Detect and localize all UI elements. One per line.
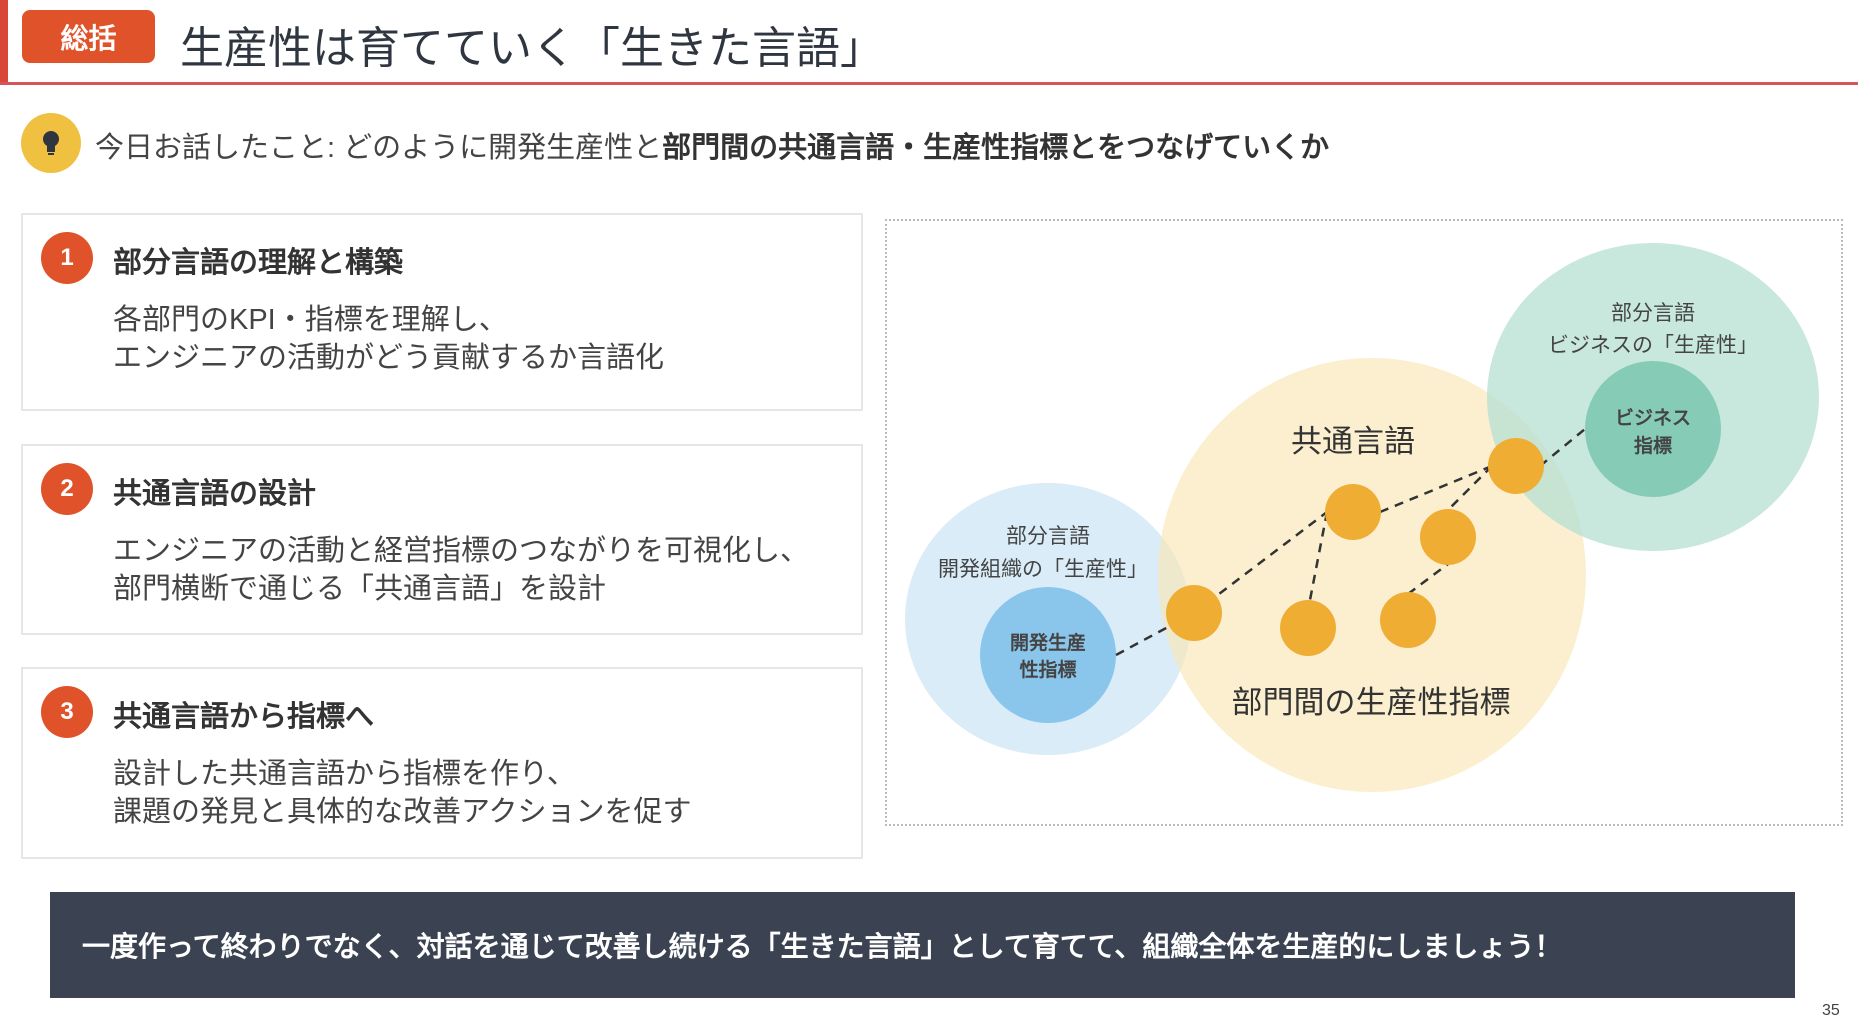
summary-prefix: 今日お話したこと: どのように開発生産性と bbox=[95, 132, 663, 164]
concept-dot bbox=[1420, 509, 1476, 565]
cross-dept-metric-label: 部門間の生産性指標 bbox=[1232, 685, 1511, 720]
biz-metric-circle bbox=[1585, 361, 1721, 497]
step-number-badge: 1 bbox=[41, 232, 93, 284]
page-title: 生産性は育てていく「生きた言語」 bbox=[180, 24, 884, 73]
summary-emphasis: 部門間の共通言語・生産性指標とをつなげていくか bbox=[662, 132, 1330, 164]
connection-line bbox=[1193, 511, 1328, 614]
step-line: 各部門のKPI・指標を理解し、 bbox=[113, 304, 508, 336]
common-language-circle bbox=[1158, 358, 1586, 792]
biz-metric-label-1: ビジネス bbox=[1615, 407, 1691, 429]
concept-dot bbox=[1380, 592, 1436, 648]
concept-dot bbox=[1325, 484, 1381, 540]
section-badge: 総括 bbox=[22, 10, 155, 63]
step-title: 共通言語の設計 bbox=[113, 478, 317, 510]
dev-metric-label-1: 開発生産 bbox=[1010, 631, 1086, 654]
dev-label-1: 部分言語 bbox=[1006, 525, 1090, 548]
step-line: 設計した共通言語から指標を作り、 bbox=[113, 758, 576, 790]
concept-dot bbox=[1280, 600, 1336, 656]
step-number-badge: 2 bbox=[41, 463, 93, 515]
biz-label-1: 部分言語 bbox=[1611, 302, 1695, 325]
biz-metric-label-2: 指標 bbox=[1634, 434, 1672, 457]
summary-text: 今日お話したこと: どのように開発生産性と部門間の共通言語・生産性指標とをつなげ… bbox=[95, 124, 1329, 166]
page-number: 35 bbox=[1822, 1002, 1840, 1019]
closing-message-banner: 一度作って終わりでなく、対話を通じて改善し続ける「生きた言語」として育てて、組織… bbox=[50, 892, 1795, 998]
step-line: エンジニアの活動がどう貢献するか言語化 bbox=[113, 342, 665, 374]
connection-line bbox=[1407, 563, 1449, 595]
concept-dots bbox=[1166, 438, 1544, 656]
step-line: エンジニアの活動と経営指標のつながりを可視化し、 bbox=[113, 535, 810, 567]
step-card-1: 1 部分言語の理解と構築 各部門のKPI・指標を理解し、エンジニアの活動がどう貢… bbox=[21, 213, 863, 411]
common-language-label: 共通言語 bbox=[1291, 424, 1415, 459]
step-line: 課題の発見と具体的な改善アクションを促す bbox=[113, 796, 692, 828]
step-description: エンジニアの活動と経営指標のつながりを可視化し、部門横断で通じる「共通言語」を設… bbox=[113, 532, 809, 608]
diagram-frame bbox=[885, 219, 1843, 826]
step-title: 部分言語の理解と構築 bbox=[113, 247, 404, 279]
step-number-badge: 3 bbox=[41, 686, 93, 738]
connection-lines bbox=[1115, 428, 1586, 657]
dev-label-2: 開発組織の「生産性」 bbox=[938, 558, 1148, 581]
concept-dot bbox=[1488, 438, 1544, 494]
connection-line bbox=[1447, 465, 1493, 511]
step-card-3: 3 共通言語から指標へ 設計した共通言語から指標を作り、課題の発見と具体的な改善… bbox=[21, 667, 863, 859]
concept-dot bbox=[1166, 585, 1222, 641]
header-accent-bar bbox=[0, 0, 8, 84]
header-divider bbox=[0, 82, 1858, 85]
biz-label-2: ビジネスの「生産性」 bbox=[1548, 334, 1758, 357]
connection-line bbox=[1379, 464, 1493, 514]
step-description: 各部門のKPI・指標を理解し、エンジニアの活動がどう貢献するか言語化 bbox=[113, 301, 664, 377]
step-card-2: 2 共通言語の設計 エンジニアの活動と経営指標のつながりを可視化し、部門横断で通… bbox=[21, 444, 863, 635]
connection-line bbox=[1539, 428, 1586, 467]
step-line: 部門横断で通じる「共通言語」を設計 bbox=[113, 573, 607, 605]
step-title: 共通言語から指標へ bbox=[113, 701, 375, 733]
step-description: 設計した共通言語から指標を作り、課題の発見と具体的な改善アクションを促す bbox=[113, 755, 692, 831]
lightbulb-icon bbox=[21, 113, 81, 173]
dev-metric-circle bbox=[980, 587, 1116, 723]
dev-metric-label-2: 性指標 bbox=[1019, 658, 1076, 681]
